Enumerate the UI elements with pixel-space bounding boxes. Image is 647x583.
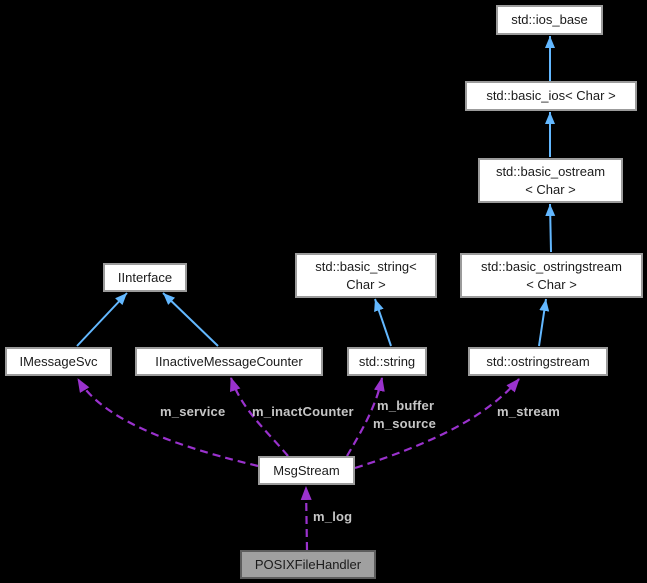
- node-std-basic-string[interactable]: std::basic_string< Char >: [295, 253, 437, 298]
- edge-label-m-log: m_log: [313, 509, 353, 524]
- edge-label-m-service: m_service: [160, 404, 226, 419]
- node-imessagesvc[interactable]: IMessageSvc: [5, 347, 112, 376]
- node-std-basic-ostringstream[interactable]: std::basic_ostringstream < Char >: [460, 253, 643, 298]
- node-std-basic-ios[interactable]: std::basic_ios< Char >: [465, 81, 637, 111]
- edge-usage-msgstream-to-ostringstream: [354, 378, 520, 470]
- node-iinterface[interactable]: IInterface: [103, 263, 187, 292]
- edge-inheritance-iinactivemessagecounter-to-iinterface: [162, 292, 219, 347]
- edge-label-m-stream: m_stream: [497, 404, 561, 419]
- edge-label-m-inactcounter: m_inactCounter: [252, 404, 354, 419]
- edge-inheritance-ostringstream-to-basic-ostringstream: [538, 298, 550, 347]
- edge-usage-posixfilehandler-to-msgstream: [300, 486, 312, 551]
- edge-usage-msgstream-to-imessagesvc: [77, 378, 259, 468]
- node-std-string[interactable]: std::string: [347, 347, 427, 376]
- node-posixfilehandler: POSIXFileHandler: [240, 550, 376, 579]
- node-std-ios-base[interactable]: std::ios_base: [496, 5, 603, 35]
- edge-usage-msgstream-to-string: [346, 377, 385, 457]
- edge-label-m-source: m_source: [373, 416, 437, 431]
- edge-label-m-buffer: m_buffer: [377, 398, 435, 413]
- edge-inheritance-string-to-basic-string: [374, 298, 392, 347]
- node-iinactivemessagecounter[interactable]: IInactiveMessageCounter: [135, 347, 323, 376]
- node-msgstream[interactable]: MsgStream: [258, 456, 355, 485]
- node-std-ostringstream[interactable]: std::ostringstream: [468, 347, 608, 376]
- edge-inheritance-basic-ostringstream-to-basic-ostream: [545, 203, 556, 253]
- edge-inheritance-imessagesvc-to-iinterface: [76, 292, 128, 347]
- node-std-basic-ostream[interactable]: std::basic_ostream < Char >: [478, 158, 623, 203]
